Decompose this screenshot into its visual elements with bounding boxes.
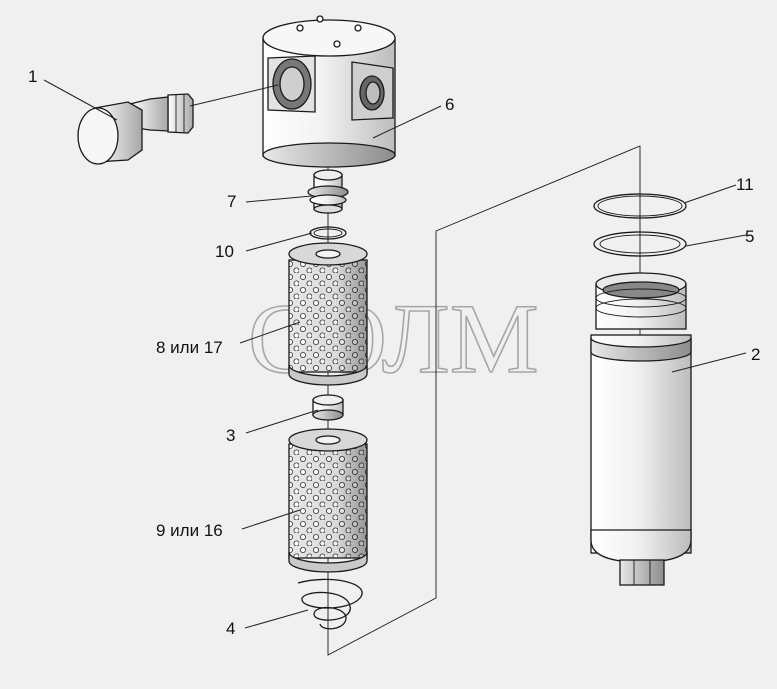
part-5-backup-ring: [593, 231, 687, 257]
callout-10: 10: [215, 242, 234, 261]
callout-8: 8 или 17: [156, 338, 223, 357]
callout-6: 6: [445, 95, 454, 114]
part-9-filter-element: [288, 428, 368, 573]
part-2-bowl: [590, 272, 692, 586]
part-10-o-ring: [309, 226, 347, 240]
part-11-o-ring: [593, 193, 687, 219]
callout-2: 2: [751, 345, 760, 364]
callout-labels: 1 6 7 10 8 или 17 3 9 или 16 4 11 5 2: [28, 67, 760, 638]
callout-7: 7: [227, 192, 236, 211]
callout-11: 11: [736, 175, 754, 194]
callout-4: 4: [226, 619, 235, 638]
part-6-housing-head: [262, 15, 396, 168]
callout-5: 5: [745, 227, 754, 246]
callout-9: 9 или 16: [156, 521, 223, 540]
assembly-axis: [327, 145, 641, 656]
part-8-filter-element: [288, 242, 368, 386]
part-4-spring: [297, 578, 363, 630]
part-3-connector: [312, 394, 344, 421]
callout-1: 1: [28, 67, 37, 86]
leader-lines: [43, 79, 747, 629]
part-7-nipple: [307, 169, 349, 214]
callout-3: 3: [226, 426, 235, 445]
part-1-plug: [77, 93, 194, 165]
